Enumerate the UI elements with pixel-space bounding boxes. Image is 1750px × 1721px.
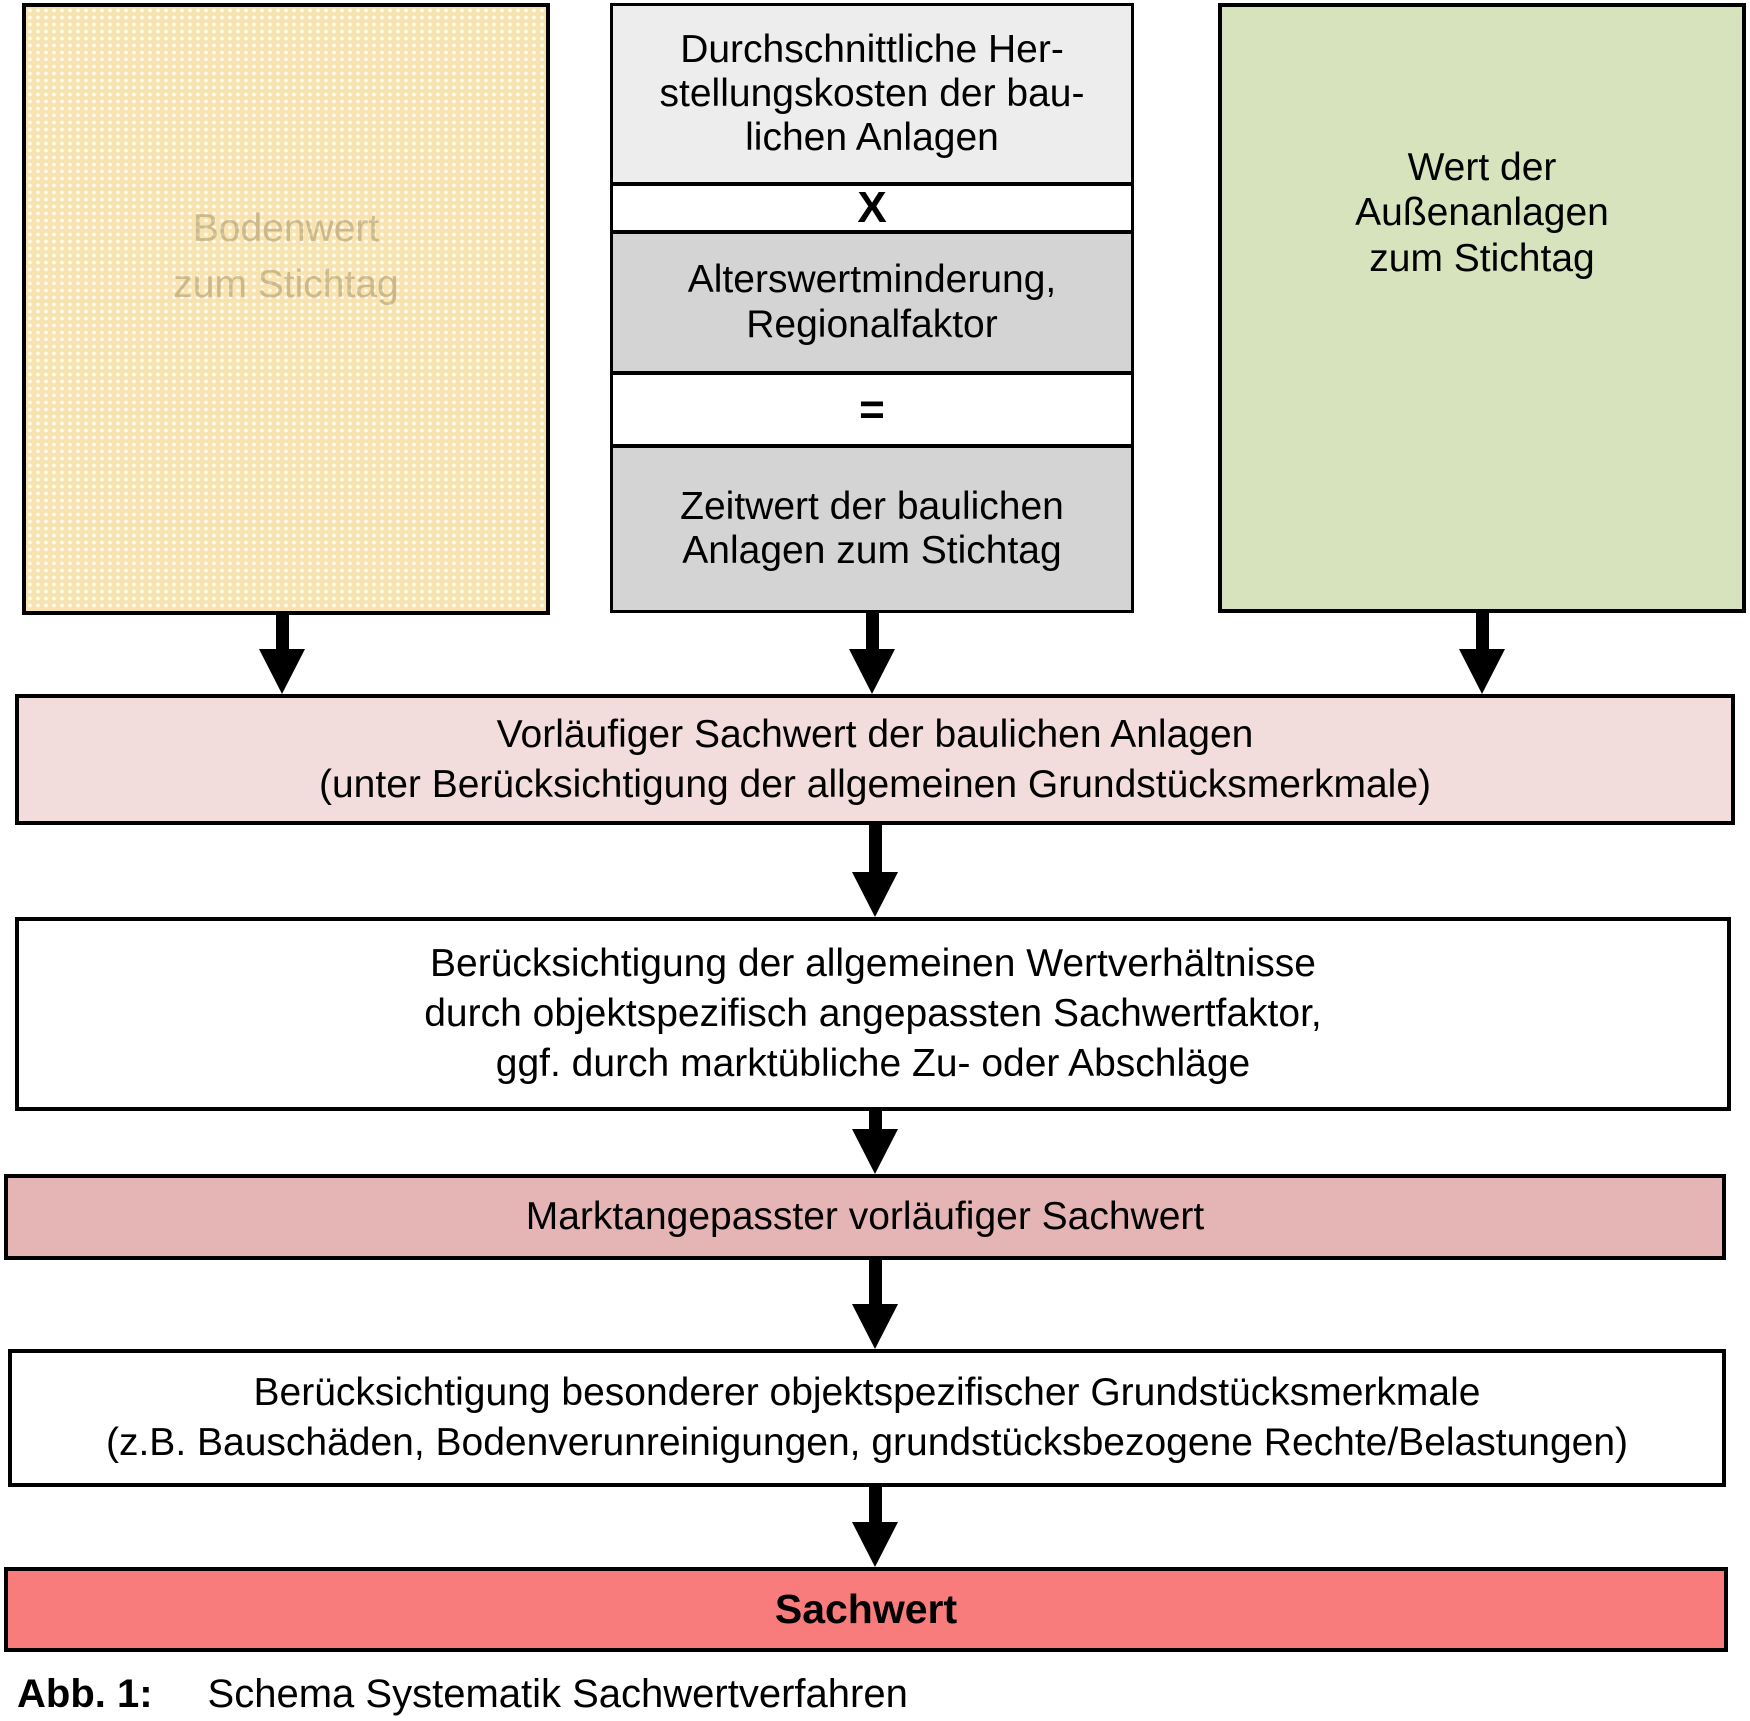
vorlaeufiger-sachwert-line: (unter Berücksichtigung der allgemeinen … xyxy=(319,762,1431,806)
vorlaeufiger-sachwert-line: Vorläufiger Sachwert der baulichen Anlag… xyxy=(496,712,1254,756)
arrow-down-icon xyxy=(852,1260,898,1349)
wertverhaeltnisse-line: Berücksichtigung der allgemeinen Wertver… xyxy=(430,942,1316,986)
marktangepasster-sachwert-label: Marktangepasster vorläufiger Sachwert xyxy=(525,1195,1205,1239)
aussenanlagen-line: Außenanlagen xyxy=(1355,191,1609,235)
aussenanlagen-box: Wert der Außenanlagen zum Stichtag xyxy=(1218,3,1746,613)
sachwert-box: Sachwert xyxy=(4,1567,1728,1652)
aussenanlagen-line: zum Stichtag xyxy=(1369,236,1595,280)
wertverhaeltnisse-line: ggf. durch marktübliche Zu- oder Abschlä… xyxy=(495,1041,1251,1085)
bodenwert-line: zum Stichtag xyxy=(173,262,399,306)
figure-caption-label: Abb. 1: xyxy=(17,1672,153,1716)
equals-operator-box: = xyxy=(613,375,1131,448)
bodenwert-box: Bodenwert zum Stichtag xyxy=(22,3,550,615)
figure-caption-text: Schema Systematik Sachwertverfahren xyxy=(207,1672,908,1716)
herstellungskosten-stack: Durchschnittliche Her- stellungskosten d… xyxy=(610,3,1134,613)
arrow-down-icon xyxy=(849,613,895,694)
herstellungskosten-line: lichen Anlagen xyxy=(745,116,999,160)
wertverhaeltnisse-line: durch objektspezifisch angepassten Sachw… xyxy=(424,992,1322,1036)
figure-caption: Abb. 1: Schema Systematik Sachwertverfah… xyxy=(17,1672,908,1717)
herstellungskosten-line: stellungskosten der bau- xyxy=(659,71,1085,115)
herstellungskosten-box: Durchschnittliche Her- stellungskosten d… xyxy=(613,6,1131,186)
alterswertminderung-line: Regionalfaktor xyxy=(746,302,998,346)
vorlaeufiger-sachwert-box: Vorläufiger Sachwert der baulichen Anlag… xyxy=(15,694,1735,825)
arrow-down-icon xyxy=(259,615,305,694)
alterswertminderung-box: Alterswertminderung, Regionalfaktor xyxy=(613,234,1131,375)
besondere-merkmale-line: (z.B. Bauschäden, Bodenverunreinigungen,… xyxy=(105,1421,1629,1464)
equals-operator: = xyxy=(859,384,885,434)
arrow-down-icon xyxy=(852,825,898,917)
herstellungskosten-line: Durchschnittliche Her- xyxy=(680,27,1064,71)
sachwert-label: Sachwert xyxy=(774,1586,958,1633)
zeitwert-line: Zeitwert der baulichen xyxy=(680,484,1064,528)
multiply-operator: X xyxy=(857,183,887,232)
zeitwert-box: Zeitwert der baulichen Anlagen zum Stich… xyxy=(613,448,1131,610)
bodenwert-line: Bodenwert xyxy=(192,207,380,251)
aussenanlagen-line: Wert der xyxy=(1407,145,1557,189)
besondere-merkmale-box: Berücksichtigung besonderer objektspezif… xyxy=(8,1349,1726,1487)
arrow-down-icon xyxy=(1459,613,1505,694)
arrow-down-icon xyxy=(852,1111,898,1174)
zeitwert-line: Anlagen zum Stichtag xyxy=(682,529,1062,572)
wertverhaeltnisse-box: Berücksichtigung der allgemeinen Wertver… xyxy=(15,917,1731,1111)
arrow-down-icon xyxy=(852,1487,898,1567)
besondere-merkmale-line: Berücksichtigung besonderer objektspezif… xyxy=(253,1371,1481,1415)
multiply-operator-box: X xyxy=(613,186,1131,234)
alterswertminderung-line: Alterswertminderung, xyxy=(687,258,1057,302)
marktangepasster-sachwert-box: Marktangepasster vorläufiger Sachwert xyxy=(4,1174,1726,1260)
